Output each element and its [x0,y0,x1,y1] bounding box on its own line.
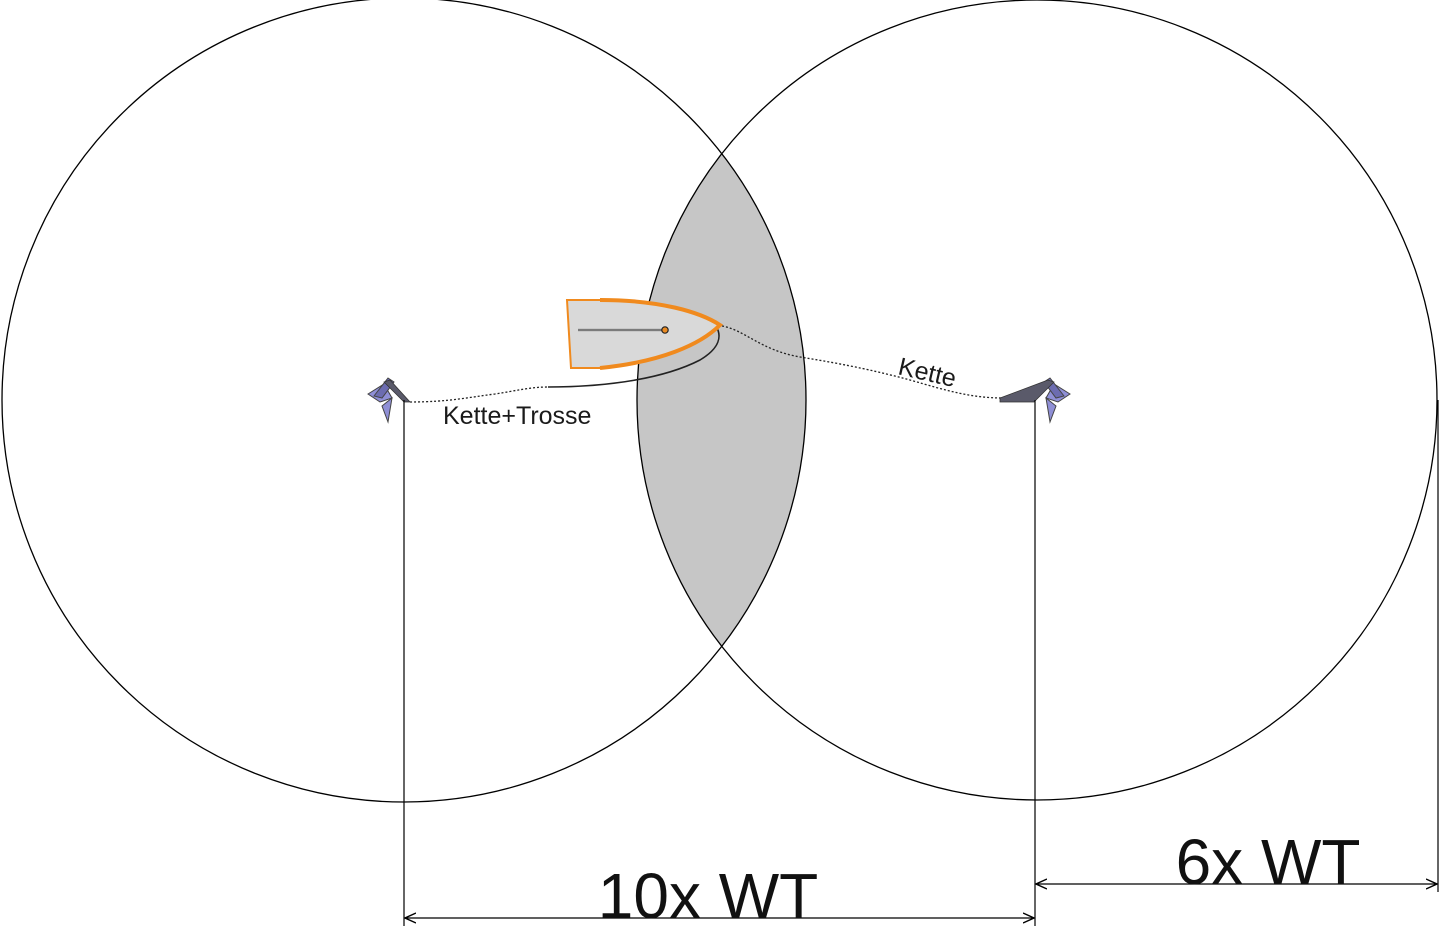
overlap-region [637,0,806,800]
right-swing-circle [636,0,1438,801]
anchor-icon [367,377,411,424]
right-rode-line [721,325,1004,399]
left-rode-label: Kette+Trosse [443,402,591,430]
right-dimension-label: 6x WT [1176,826,1361,898]
left-dimension-label: 10x WT [598,860,818,928]
right-rode-label: Kette [896,353,959,393]
anchor-icon [999,377,1071,424]
left-rode-line [409,325,720,403]
boat [565,298,724,370]
